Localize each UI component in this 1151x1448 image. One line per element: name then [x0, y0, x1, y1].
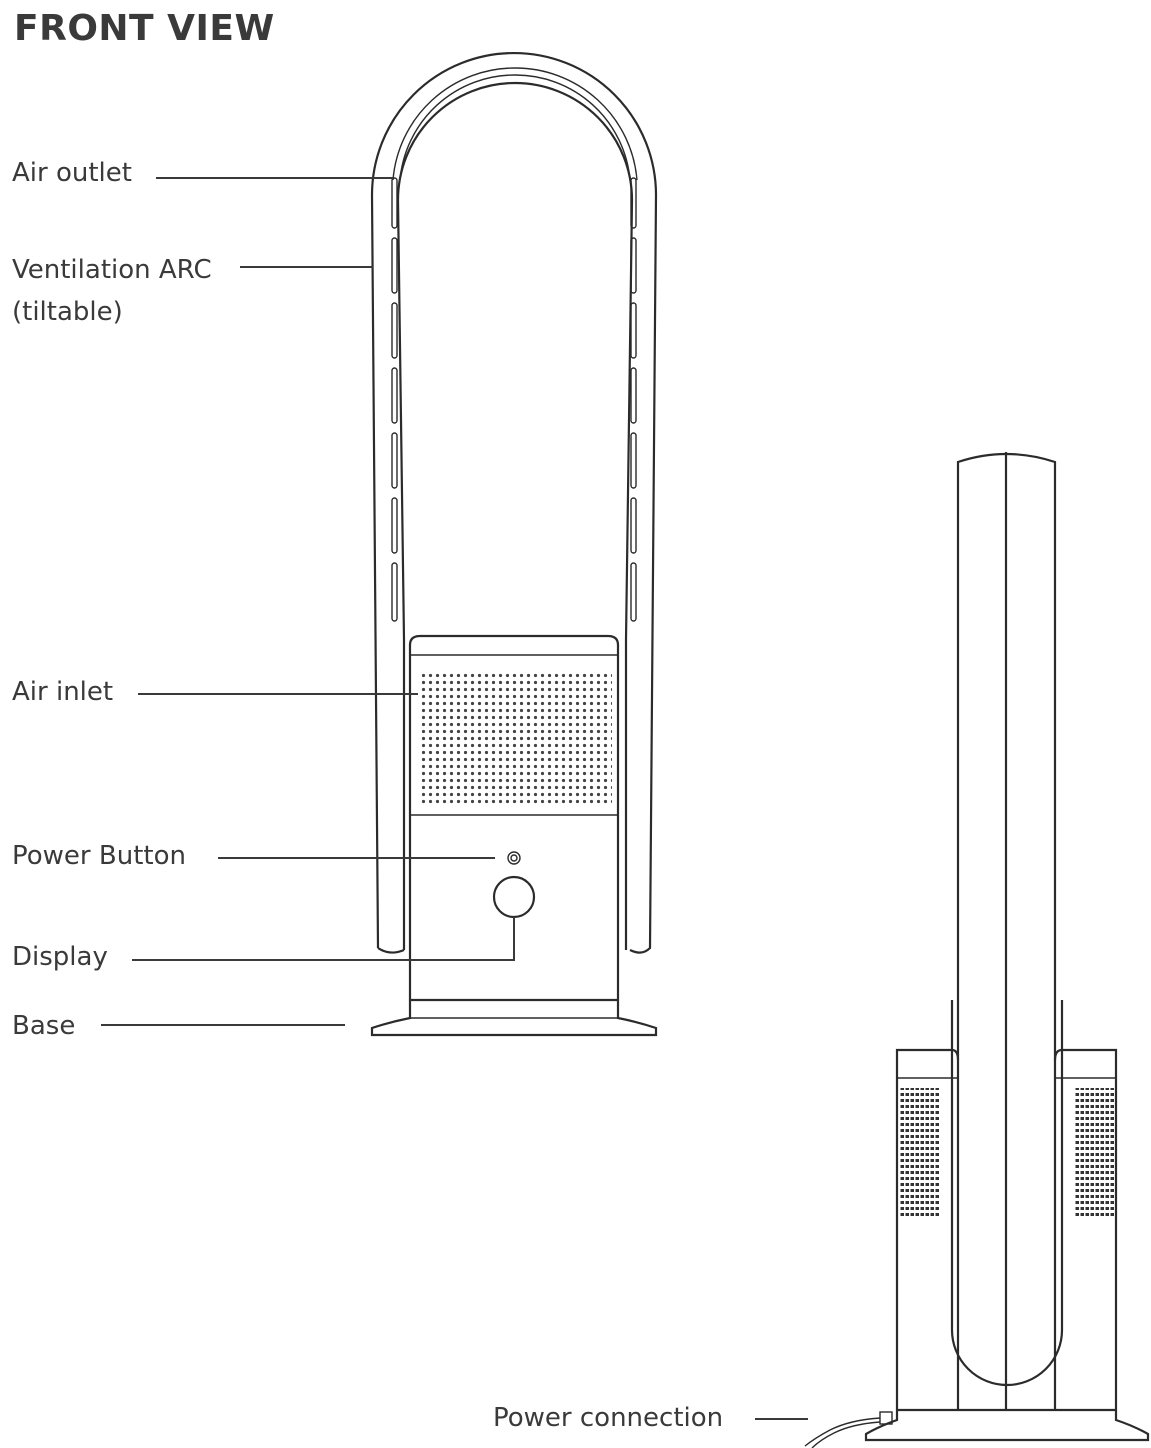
- label-power-connection: Power connection: [493, 1403, 724, 1433]
- label-power-button: Power Button: [12, 841, 186, 871]
- page-title: FRONT VIEW: [14, 8, 275, 49]
- label-display: Display: [12, 942, 108, 972]
- display-icon: [492, 875, 536, 919]
- air-inlet-grille: [418, 673, 612, 805]
- side-base: [864, 1410, 1150, 1442]
- device-base: [370, 1000, 658, 1037]
- side-grille-right: [1074, 1088, 1114, 1216]
- front-view-device: [370, 51, 658, 1037]
- ventilation-arc-outer: [370, 51, 658, 954]
- leader-lines: [101, 177, 808, 1420]
- power-button-icon: [507, 851, 521, 865]
- side-grille-left: [899, 1088, 939, 1216]
- label-air-outlet: Air outlet: [12, 158, 132, 188]
- label-air-inlet: Air inlet: [12, 677, 114, 707]
- ventilation-arc-inner: [396, 81, 634, 950]
- label-base: Base: [12, 1011, 76, 1041]
- air-outlet-slots: [391, 177, 637, 622]
- device-body: [408, 634, 620, 1000]
- side-view-device: [804, 452, 1150, 1448]
- label-ventilation-arc: Ventilation ARC (tiltable): [12, 255, 212, 327]
- power-cable: [804, 1417, 881, 1447]
